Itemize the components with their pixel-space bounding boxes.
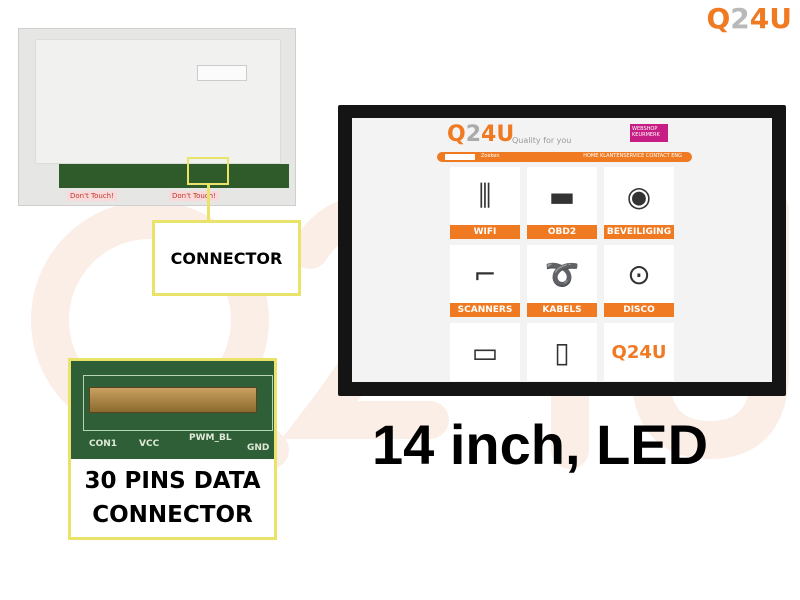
- category-tile[interactable]: ⫼ WIFI: [450, 167, 520, 239]
- monitor: Q24U Quality for you WEBSHOP KEURMERK Zo…: [338, 105, 786, 396]
- connector-pointer: [207, 185, 210, 221]
- screen: Q24U Quality for you WEBSHOP KEURMERK Zo…: [352, 118, 772, 382]
- badge: WEBSHOP KEURMERK: [630, 124, 668, 142]
- connector-label: CONNECTOR: [152, 220, 301, 296]
- pcb-label: CON1: [89, 439, 118, 449]
- category-tile[interactable]: ⌐ SCANNERS: [450, 245, 520, 317]
- camera-icon: ◉: [626, 179, 652, 213]
- connector-highlight: [187, 157, 229, 185]
- tagline: Quality for you: [512, 136, 572, 145]
- lcd-panel-photo: Don't Touch! Don't Touch!: [18, 28, 296, 206]
- warning-label: Don't Touch!: [169, 191, 219, 201]
- box-icon: ▯: [554, 335, 570, 369]
- laptop-icon: ▭: [471, 335, 499, 369]
- scanner-icon: ⌐: [473, 257, 497, 291]
- tile-label: KABELS: [527, 303, 597, 317]
- pcb-label: GND: [247, 443, 270, 453]
- category-tile[interactable]: ⊙ DISCO: [604, 245, 674, 317]
- screen-logo: Q24U: [447, 122, 515, 147]
- nav-links[interactable]: HOME KLANTENSERVICE CONTACT ENG: [583, 153, 682, 159]
- pcb-label: VCC: [139, 439, 160, 449]
- search-button[interactable]: Zoeken: [481, 153, 500, 159]
- category-tile[interactable]: ▯: [527, 323, 597, 381]
- category-tile[interactable]: Q24U: [604, 323, 674, 381]
- category-tile[interactable]: ◉ BEVEILIGING: [604, 167, 674, 239]
- obd-icon: ▬: [548, 179, 576, 213]
- antenna-icon: ⫼: [478, 179, 492, 212]
- connector-photo: CON1 VCC PWM_BL GND: [71, 361, 274, 459]
- light-icon: ⊙: [627, 257, 651, 291]
- category-tile[interactable]: ▭: [450, 323, 520, 381]
- nav-bar: Zoeken HOME KLANTENSERVICE CONTACT ENG: [437, 152, 692, 162]
- category-tile[interactable]: ▬ OBD2: [527, 167, 597, 239]
- tile-label: DISCO: [604, 303, 674, 317]
- category-tile[interactable]: ➰ KABELS: [527, 245, 597, 317]
- pcb-label: PWM_BL: [189, 433, 232, 443]
- headline: 14 inch, LED: [372, 413, 709, 476]
- tile-label: BEVEILIGING: [604, 225, 674, 239]
- tile-label: OBD2: [527, 225, 597, 239]
- tile-label: WIFI: [450, 225, 520, 239]
- warning-label: Don't Touch!: [67, 191, 117, 201]
- tile-label: Q24U: [611, 341, 667, 363]
- cable-icon: ➰: [544, 257, 580, 291]
- tile-label: SCANNERS: [450, 303, 520, 317]
- search-input[interactable]: [445, 154, 475, 160]
- brand-logo: Q24U: [706, 2, 792, 35]
